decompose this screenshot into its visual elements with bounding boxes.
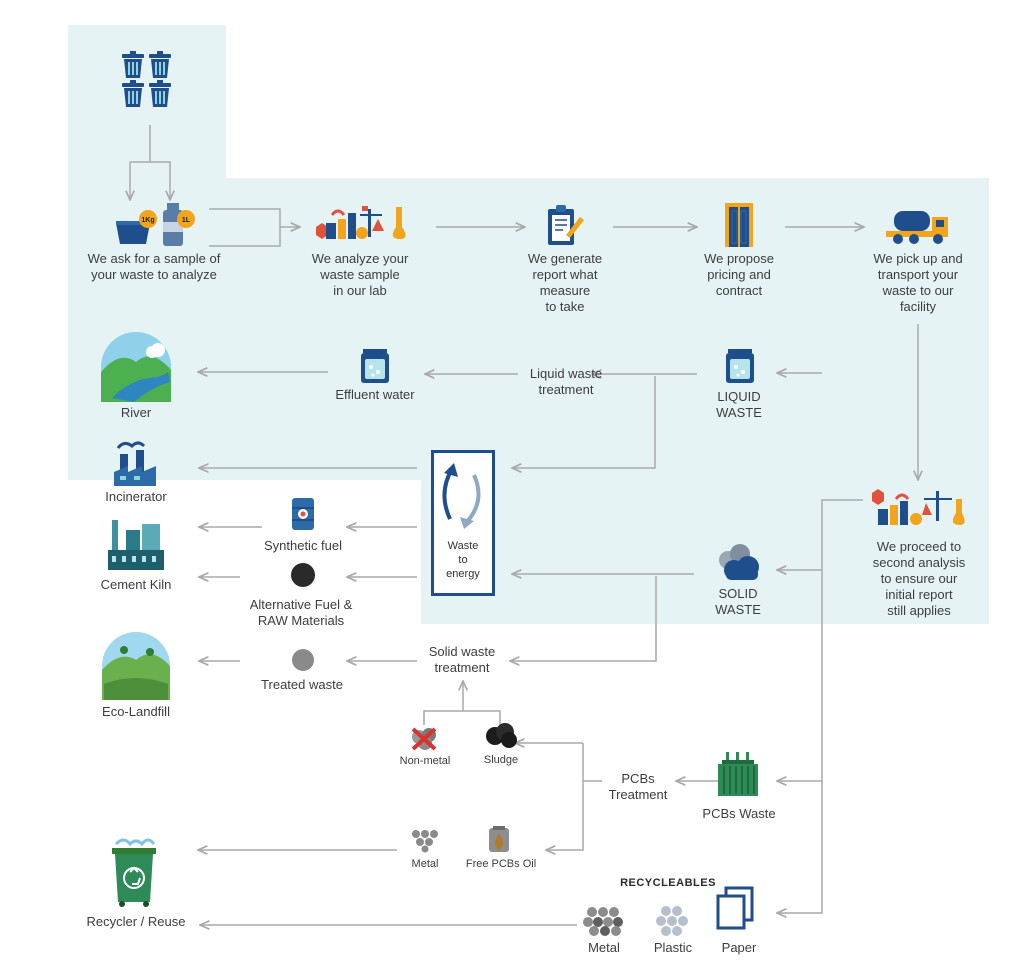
alternative-fuel-icon — [291, 563, 315, 587]
waste-bins-icon — [122, 51, 171, 107]
recyclables-heading: RECYCLEABLES — [620, 877, 716, 889]
sample-container-icon — [116, 203, 195, 246]
energy-cycle-icon — [442, 463, 481, 529]
recycle-plastic-label: Plastic — [653, 940, 693, 955]
effluent-water-label: Effluent water — [335, 387, 415, 402]
transport-truck-icon — [886, 211, 948, 244]
metal-pellets-icon — [412, 830, 438, 853]
lab-analysis-icon — [316, 206, 406, 239]
sludge-icon — [486, 723, 517, 748]
step-pickup-label: We pick up and transport your waste to o… — [873, 251, 963, 314]
connector-lines — [130, 125, 918, 925]
non-metal-icon — [411, 727, 437, 751]
synthetic-fuel-barrel-icon — [292, 498, 314, 530]
sample-kg-badge: 1Kg — [141, 217, 154, 224]
waste-to-energy-label: Waste to energy — [446, 540, 480, 580]
pcbs-treatment-label: PCBs Treatment — [608, 771, 668, 802]
liquid-waste-jar-icon — [726, 349, 754, 383]
recycle-bin-icon — [112, 838, 156, 907]
incinerator-factory-icon — [114, 441, 156, 486]
second-analysis-icon — [872, 489, 965, 525]
river-label: River — [120, 405, 152, 420]
pcbs-transformer-icon — [718, 752, 758, 796]
recycle-paper-icon — [716, 886, 754, 930]
solid-waste-cloud-icon — [719, 544, 759, 580]
step-analyze-label: We analyze your waste sample in our lab — [311, 251, 409, 298]
cement-kiln-factory-icon — [108, 520, 164, 570]
pcbs-oil-can-icon — [489, 826, 509, 852]
cement-kiln-label: Cement Kiln — [100, 577, 172, 592]
pcbs-metal-label: Metal — [411, 858, 439, 870]
treated-waste-label: Treated waste — [261, 677, 343, 692]
incinerator-label: Incinerator — [105, 489, 167, 504]
recycle-paper-label: Paper — [721, 940, 757, 955]
process-panel — [68, 25, 989, 624]
solid-treatment-label: Solid waste treatment — [428, 644, 496, 675]
recycler-reuse-label: Recycler / Reuse — [86, 914, 186, 929]
pcbs-waste-label: PCBs Waste — [702, 806, 776, 821]
step-sample-label: We ask for a sample of your waste to ana… — [87, 251, 221, 282]
alternative-fuel-label: Alternative Fuel & RAW Materials — [249, 597, 353, 628]
step-pricing-label: We propose pricing and contract — [704, 251, 774, 298]
recycle-metal-label: Metal — [588, 940, 620, 955]
report-clipboard-icon — [548, 205, 584, 245]
treated-waste-icon — [292, 649, 314, 671]
step-second-analysis-label: We proceed to second analysis to ensure … — [872, 539, 966, 618]
eco-landfill-icon — [102, 632, 170, 700]
liquid-waste-label: LIQUID WASTE — [716, 389, 762, 420]
synthetic-fuel-label: Synthetic fuel — [263, 538, 343, 553]
recycle-plastic-icon — [656, 906, 688, 936]
recycle-metal-icon — [583, 907, 623, 936]
liquid-treatment-label: Liquid waste treatment — [529, 366, 603, 397]
effluent-water-jar-icon — [361, 349, 389, 383]
river-landscape-icon — [101, 332, 171, 402]
step-report-label: We generate report what measure to take — [527, 251, 603, 314]
non-metal-label: Non-metal — [399, 755, 451, 767]
solid-waste-label: SOLID WASTE — [715, 586, 761, 617]
contract-icon — [725, 203, 753, 247]
eco-landfill-label: Eco-Landfill — [102, 704, 170, 719]
pcbs-oil-label: Free PCBs Oil — [465, 858, 537, 870]
waste-to-energy-box: Waste to energy — [431, 450, 495, 596]
sample-liter-badge: 1L — [182, 217, 191, 224]
sludge-label: Sludge — [483, 754, 519, 766]
